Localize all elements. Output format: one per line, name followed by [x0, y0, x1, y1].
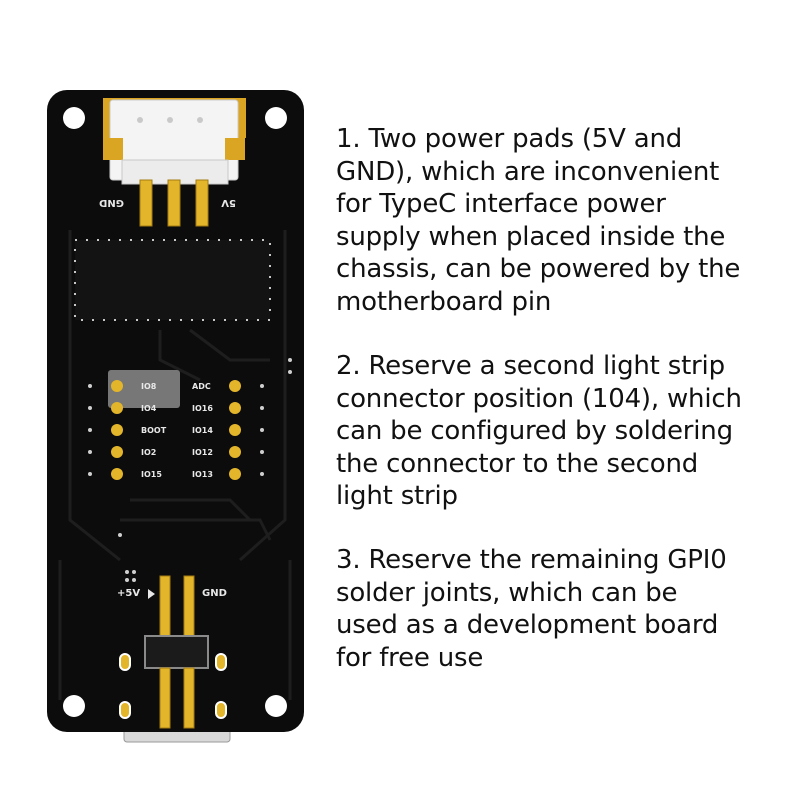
via-dots — [118, 358, 292, 582]
gpio-label-left: IO8 — [141, 382, 157, 391]
gpio-pad-left — [111, 424, 123, 436]
note-gpio-joints: 3. Reserve the remaining GPI0 solder joi… — [336, 544, 776, 674]
mount-hole-bottom-right — [265, 695, 287, 717]
via-dot — [260, 450, 264, 454]
gpio-label-left: IO2 — [141, 448, 156, 457]
via-dot — [88, 472, 92, 476]
mount-hole-top-right — [265, 107, 287, 129]
pcb-board-image: GND 5V IO8IO4BOOTIO2IO15ADCIO16IO14IO12I… — [47, 90, 304, 743]
io8-highlight — [108, 370, 180, 408]
via-dot — [260, 472, 264, 476]
gpio-label-left: IO15 — [141, 470, 162, 479]
gpio-pad-right — [229, 446, 241, 458]
via-dot — [260, 428, 264, 432]
note-2-line: can be configured by soldering — [336, 416, 733, 446]
note-2-line: connector position (104), which — [336, 383, 742, 414]
gpio-pad-left — [111, 380, 123, 392]
note-1-line: supply when placed inside the — [336, 221, 726, 252]
note-3-line: 3. Reserve the remaining GPI0 — [336, 545, 727, 575]
note-3-line: used as a development board — [336, 610, 719, 640]
note-2-line: the connector to the second — [336, 448, 699, 479]
gpio-pad-right — [229, 468, 241, 480]
via-dot — [88, 428, 92, 432]
top-connector — [103, 98, 246, 227]
note-1-line: GND), which are inconvenient — [336, 156, 720, 187]
gpio-pad-left — [111, 402, 123, 414]
module-outline — [74, 239, 271, 321]
gpio-pad-right — [229, 424, 241, 436]
note-power-pads: 1. Two power pads (5V and GND), which ar… — [336, 123, 776, 318]
gpio-label-left: BOOT — [141, 426, 167, 435]
gpio-label-right: IO12 — [192, 448, 213, 457]
via-dot — [260, 406, 264, 410]
bottom-gnd-label: GND — [202, 588, 227, 599]
top-5v-label: 5V — [221, 197, 236, 208]
gpio-pad-left — [111, 468, 123, 480]
via-dot — [88, 384, 92, 388]
gpio-pad-left — [111, 446, 123, 458]
note-2-line: 2. Reserve a second light strip — [336, 351, 725, 381]
mount-hole-top-left — [63, 107, 85, 129]
gpio-label-left: IO4 — [141, 404, 157, 413]
gpio-label-right: IO14 — [192, 426, 213, 435]
top-gnd-label: GND — [99, 197, 124, 208]
note-1-line: 1. Two power pads (5V and — [336, 124, 683, 154]
note-light-strip: 2. Reserve a second light strip connecto… — [336, 350, 776, 513]
pcb-traces — [58, 230, 292, 700]
note-3-line: for free use — [336, 642, 484, 673]
gpio-label-right: IO13 — [192, 470, 213, 479]
note-1-line: for TypeC interface power — [336, 189, 666, 219]
via-dot — [260, 384, 264, 388]
gpio-label-right: ADC — [192, 382, 211, 391]
mount-hole-bottom-left — [63, 695, 85, 717]
via-dot — [88, 450, 92, 454]
note-1-line: chassis, can be powered by the — [336, 254, 741, 284]
note-2-line: light strip — [336, 481, 458, 511]
arrow-icon — [148, 589, 155, 599]
gpio-label-right: IO16 — [192, 404, 213, 413]
via-dot — [88, 406, 92, 410]
bottom-header — [119, 575, 227, 729]
bottom-5v-label: +5V — [117, 588, 140, 599]
gpio-pad-right — [229, 380, 241, 392]
note-3-line: solder joints, which can be — [336, 577, 678, 608]
gpio-pad-right — [229, 402, 241, 414]
note-1-line: motherboard pin — [336, 286, 552, 317]
